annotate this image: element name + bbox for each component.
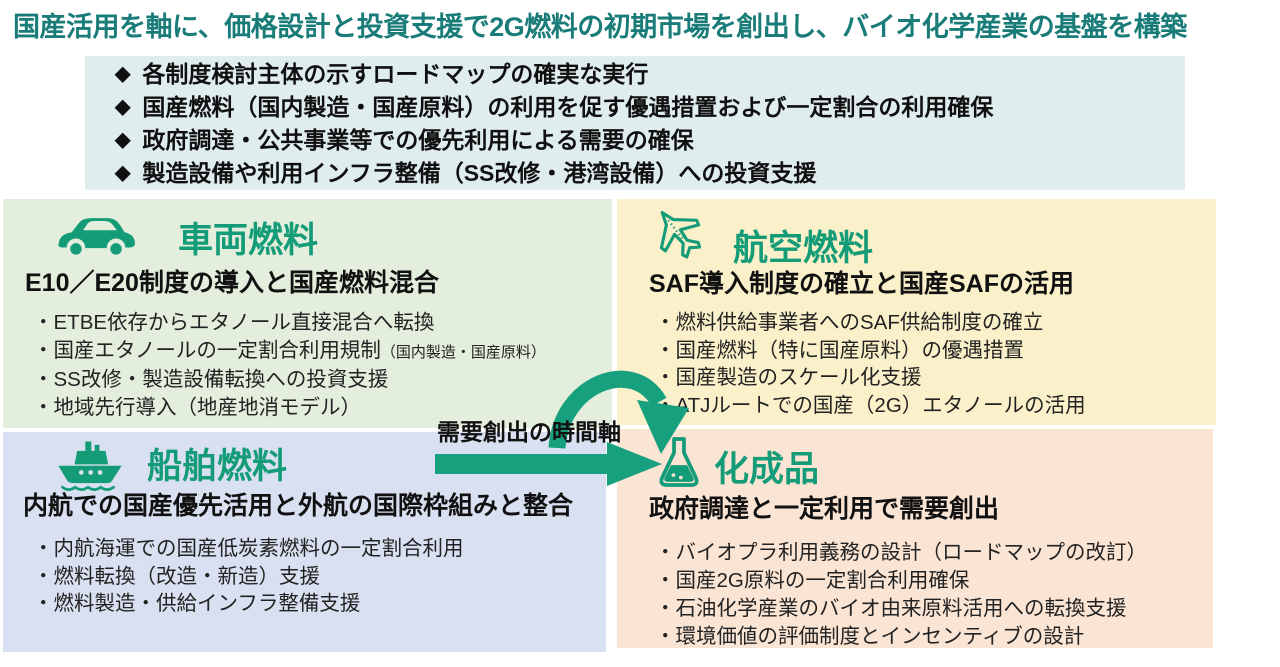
vehicle-fuel-bullets: ・ETBE依存からエタノール直接混合へ転換 ・国産エタノールの一定割合利用規制（…	[33, 309, 546, 421]
list-item: ・国産燃料（特に国産原料）の優遇措置	[655, 338, 1024, 362]
list-item: ・バイオプラ利用義務の設計（ロードマップの改訂）	[655, 541, 1147, 564]
list-item: ◆ 政府調達・公共事業等での優先利用による需要の確保	[115, 124, 1185, 157]
bullet-note: （国内製造・国産原料）	[380, 343, 546, 361]
list-item: ◆ 国産燃料（国内製造・国産原料）の利用を促す優遇措置および一定割合の利用確保	[115, 91, 1185, 124]
ship-icon	[53, 434, 127, 497]
list-item: ◆ 各制度検討主体の示すロードマップの確実な実行	[115, 58, 1185, 91]
aviation-fuel-panel: 航空燃料 SAF導入制度の確立と国産SAFの活用 ・燃料供給事業者へのSAF供給…	[617, 199, 1216, 425]
list-item: ・燃料転換（改造・新造）支援	[33, 564, 320, 588]
demand-timeline-label: 需要創出の時間軸	[437, 419, 621, 445]
diamond-bullet-icon: ◆	[115, 162, 131, 184]
list-item: ・国産製造のスケール化支援	[655, 366, 922, 389]
list-item: ・地域先行導入（地産地消モデル）	[33, 395, 361, 419]
right-arrow-icon	[435, 442, 663, 491]
summary-item-text: 政府調達・公共事業等での優先利用による需要の確保	[142, 127, 694, 153]
list-item: ・環境価値の評価制度とインセンティブの設計	[655, 625, 1085, 648]
vehicle-fuel-panel: 車両燃料 E10／E20制度の導入と国産燃料混合 ・ETBE依存からエタノール直…	[3, 199, 612, 428]
chemical-products-heading: 化成品	[714, 450, 820, 489]
diamond-bullet-icon: ◆	[115, 63, 131, 85]
list-item: ・燃料製造・供給インフラ整備支援	[33, 592, 361, 615]
marine-fuel-bullets: ・内航海運での国産低炭素燃料の一定割合利用 ・燃料転換（改造・新造）支援 ・燃料…	[33, 535, 464, 618]
marine-fuel-subtitle: 内航での国産優先活用と外航の国際枠組みと整合	[23, 492, 574, 520]
page-title: 国産活用を軸に、価格設計と投資支援で2G燃料の初期市場を創出し、バイオ化学産業の…	[13, 12, 1187, 42]
list-item: ・国産2G原料の一定割合利用確保	[655, 569, 970, 592]
list-item: ・ETBE依存からエタノール直接混合へ転換	[33, 311, 435, 334]
vehicle-fuel-heading: 車両燃料	[178, 221, 319, 260]
list-item: ・ATJルートでの国産（2G）エタノールの活用	[655, 393, 1086, 417]
aviation-fuel-heading: 航空燃料	[733, 229, 874, 268]
car-icon	[53, 209, 139, 268]
chemical-products-bullets: ・バイオプラ利用義務の設計（ロードマップの改訂） ・国産2G原料の一定割合利用確…	[655, 539, 1147, 651]
policy-summary-box: ◆ 各制度検討主体の示すロードマップの確実な実行 ◆ 国産燃料（国内製造・国産原…	[85, 56, 1185, 190]
diamond-bullet-icon: ◆	[115, 96, 131, 118]
chemical-products-panel: 化成品 政府調達と一定利用で需要創出 ・バイオプラ利用義務の設計（ロードマップの…	[617, 429, 1213, 648]
summary-item-text: 国産燃料（国内製造・国産原料）の利用を促す優遇措置および一定割合の利用確保	[142, 94, 994, 120]
vehicle-fuel-subtitle: E10／E20制度の導入と国産燃料混合	[25, 269, 439, 297]
aviation-fuel-subtitle: SAF導入制度の確立と国産SAFの活用	[649, 270, 1075, 298]
list-item: ・SS改修・製造設備転換への投資支援	[33, 368, 389, 391]
marine-fuel-heading: 船舶燃料	[147, 447, 288, 486]
summary-item-text: 各制度検討主体の示すロードマップの確実な実行	[142, 61, 649, 87]
list-item: ・内航海運での国産低炭素燃料の一定割合利用	[33, 537, 464, 560]
chemical-products-subtitle: 政府調達と一定利用で需要創出	[649, 495, 1000, 523]
curved-arrow-icon	[545, 356, 695, 465]
policy-summary-list: ◆ 各制度検討主体の示すロードマップの確実な実行 ◆ 国産燃料（国内製造・国産原…	[85, 58, 1185, 190]
diamond-bullet-icon: ◆	[115, 129, 131, 151]
marine-fuel-panel: 船舶燃料 内航での国産優先活用と外航の国際枠組みと整合 ・内航海運での国産低炭素…	[3, 432, 606, 652]
airplane-icon	[635, 203, 723, 270]
list-item: ・国産エタノールの一定割合利用規制（国内製造・国産原料）	[33, 337, 546, 367]
summary-item-text: 製造設備や利用インフラ整備（SS改修・港湾設備）への投資支援	[142, 160, 817, 186]
list-item: ・石油化学産業のバイオ由来原料活用への転換支援	[655, 597, 1127, 620]
bullet-text: ・国産エタノールの一定割合利用規制	[33, 338, 381, 362]
list-item: ◆ 製造設備や利用インフラ整備（SS改修・港湾設備）への投資支援	[115, 157, 1185, 190]
flask-icon	[655, 434, 703, 495]
list-item: ・燃料供給事業者へのSAF供給制度の確立	[655, 311, 1044, 334]
aviation-fuel-bullets: ・燃料供給事業者へのSAF供給制度の確立 ・国産燃料（特に国産原料）の優遇措置 …	[655, 309, 1086, 419]
